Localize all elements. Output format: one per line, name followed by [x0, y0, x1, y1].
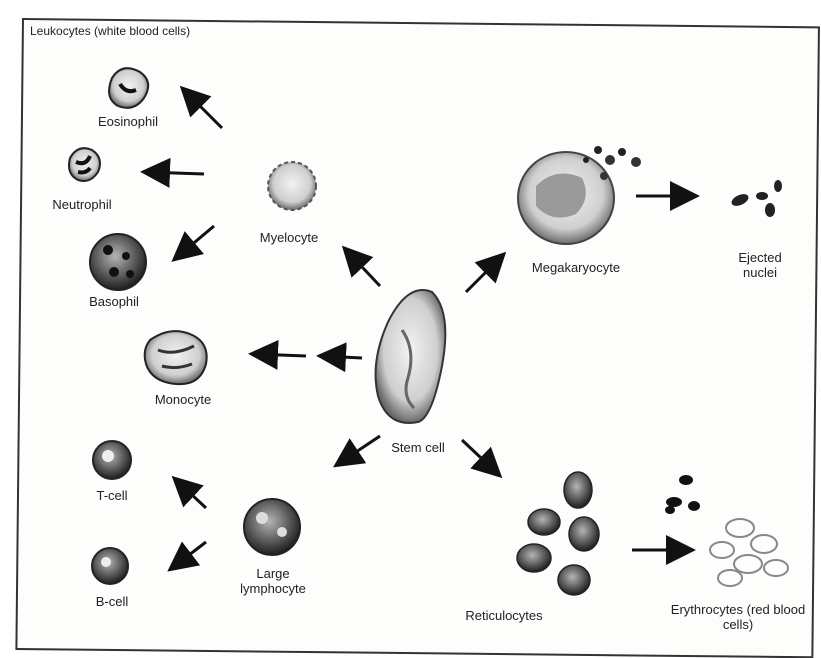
myelocyte-cell: [268, 162, 316, 210]
stem-cell: [376, 290, 446, 423]
label-erythrocytes: Erythrocytes (red blood cells): [668, 602, 808, 632]
label-myelocyte: Myelocyte: [244, 230, 334, 245]
label-reticulocytes: Reticulocytes: [444, 608, 564, 623]
label-basophil: Basophil: [78, 294, 150, 309]
ejected-nuclei-cells: [730, 180, 782, 217]
b-cell: [92, 548, 128, 584]
large-lymphocyte-cell: [244, 499, 300, 555]
ejected-nuclei-dots: [665, 475, 700, 514]
label-t-cell: T-cell: [82, 488, 142, 503]
eosinophil-cell: [109, 68, 148, 108]
label-neutrophil: Neutrophil: [46, 197, 118, 212]
label-eosinophil: Eosinophil: [92, 114, 164, 129]
leukocytes-header: Leukocytes (white blood cells): [30, 24, 190, 38]
label-b-cell: B-cell: [82, 594, 142, 609]
neutrophil-cell: [69, 148, 100, 181]
label-monocyte: Monocyte: [138, 392, 228, 407]
label-megakaryocyte: Megakaryocyte: [516, 260, 636, 275]
erythrocytes-cells: [710, 519, 788, 586]
label-stem-cell: Stem cell: [378, 440, 458, 455]
label-large-lymphocyte: Large lymphocyte: [228, 566, 318, 596]
t-cell: [93, 441, 131, 479]
megakaryocyte-cell: [518, 146, 641, 244]
basophil-cell: [90, 234, 146, 290]
monocyte-cell: [145, 331, 207, 384]
reticulocytes-cells: [517, 472, 599, 595]
label-ejected-nuclei: Ejected nuclei: [730, 250, 790, 280]
